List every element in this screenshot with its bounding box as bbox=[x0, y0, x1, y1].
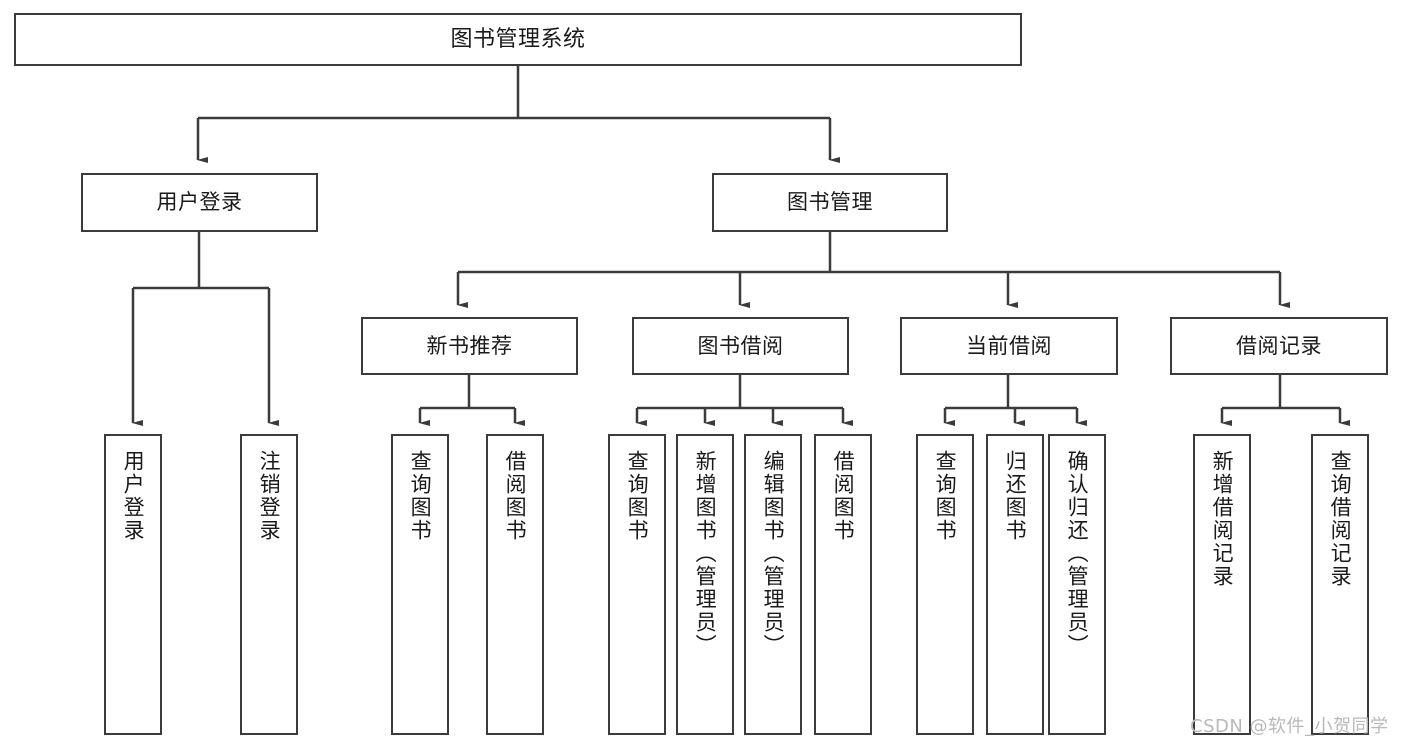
leaf-user-login-logout[interactable]: 注销登录 bbox=[240, 434, 298, 735]
node-label: 借阅图书 bbox=[503, 450, 528, 542]
node-label: 查询借阅记录 bbox=[1328, 450, 1353, 588]
leaf-borrow-edit-book-admin[interactable]: 编辑图书（管理员） bbox=[744, 434, 802, 735]
node-label: 图书管理系统 bbox=[450, 26, 586, 52]
node-label: 用户登录 bbox=[156, 190, 243, 215]
node-label: 确认归还（管理员） bbox=[1065, 450, 1090, 657]
csdn-watermark: CSDN @软件_小贺同学 bbox=[1190, 716, 1389, 737]
node-borrow-records[interactable]: 借阅记录 bbox=[1170, 317, 1388, 375]
node-label: 查询图书 bbox=[408, 450, 433, 542]
leaf-new-book-borrow[interactable]: 借阅图书 bbox=[486, 434, 544, 735]
leaf-borrow-borrow-book[interactable]: 借阅图书 bbox=[814, 434, 872, 735]
node-label: 新增借阅记录 bbox=[1210, 450, 1235, 588]
leaf-user-login-login[interactable]: 用户登录 bbox=[104, 434, 162, 735]
leaf-current-return-book[interactable]: 归还图书 bbox=[986, 434, 1044, 735]
node-label: 查询图书 bbox=[933, 450, 958, 542]
node-label: 注销登录 bbox=[257, 450, 282, 542]
node-new-book-recommend[interactable]: 新书推荐 bbox=[361, 317, 578, 375]
node-root-system[interactable]: 图书管理系统 bbox=[14, 13, 1022, 66]
leaf-borrow-add-book-admin[interactable]: 新增图书（管理员） bbox=[676, 434, 734, 735]
node-label: 当前借阅 bbox=[966, 333, 1052, 358]
node-label: 查询图书 bbox=[625, 450, 650, 542]
node-label: 图书借阅 bbox=[697, 333, 784, 358]
node-label: 编辑图书（管理员） bbox=[761, 450, 786, 657]
node-label: 借阅记录 bbox=[1236, 333, 1322, 358]
node-label: 图书管理 bbox=[787, 190, 873, 215]
leaf-new-book-query[interactable]: 查询图书 bbox=[391, 434, 449, 735]
leaf-records-add-record[interactable]: 新增借阅记录 bbox=[1193, 434, 1251, 735]
leaf-records-query-record[interactable]: 查询借阅记录 bbox=[1311, 434, 1369, 735]
leaf-borrow-query-book[interactable]: 查询图书 bbox=[608, 434, 666, 735]
node-label: 用户登录 bbox=[121, 450, 146, 542]
leaf-current-query-book[interactable]: 查询图书 bbox=[916, 434, 974, 735]
node-label: 新增图书（管理员） bbox=[693, 450, 718, 657]
node-current-borrow[interactable]: 当前借阅 bbox=[900, 317, 1118, 375]
node-label: 借阅图书 bbox=[831, 450, 856, 542]
node-book-borrow[interactable]: 图书借阅 bbox=[632, 317, 849, 375]
leaf-current-confirm-return-admin[interactable]: 确认归还（管理员） bbox=[1048, 434, 1106, 735]
node-book-management[interactable]: 图书管理 bbox=[712, 173, 948, 232]
node-label: 归还图书 bbox=[1003, 450, 1028, 542]
node-label: 新书推荐 bbox=[426, 333, 513, 358]
node-user-login[interactable]: 用户登录 bbox=[81, 173, 318, 232]
